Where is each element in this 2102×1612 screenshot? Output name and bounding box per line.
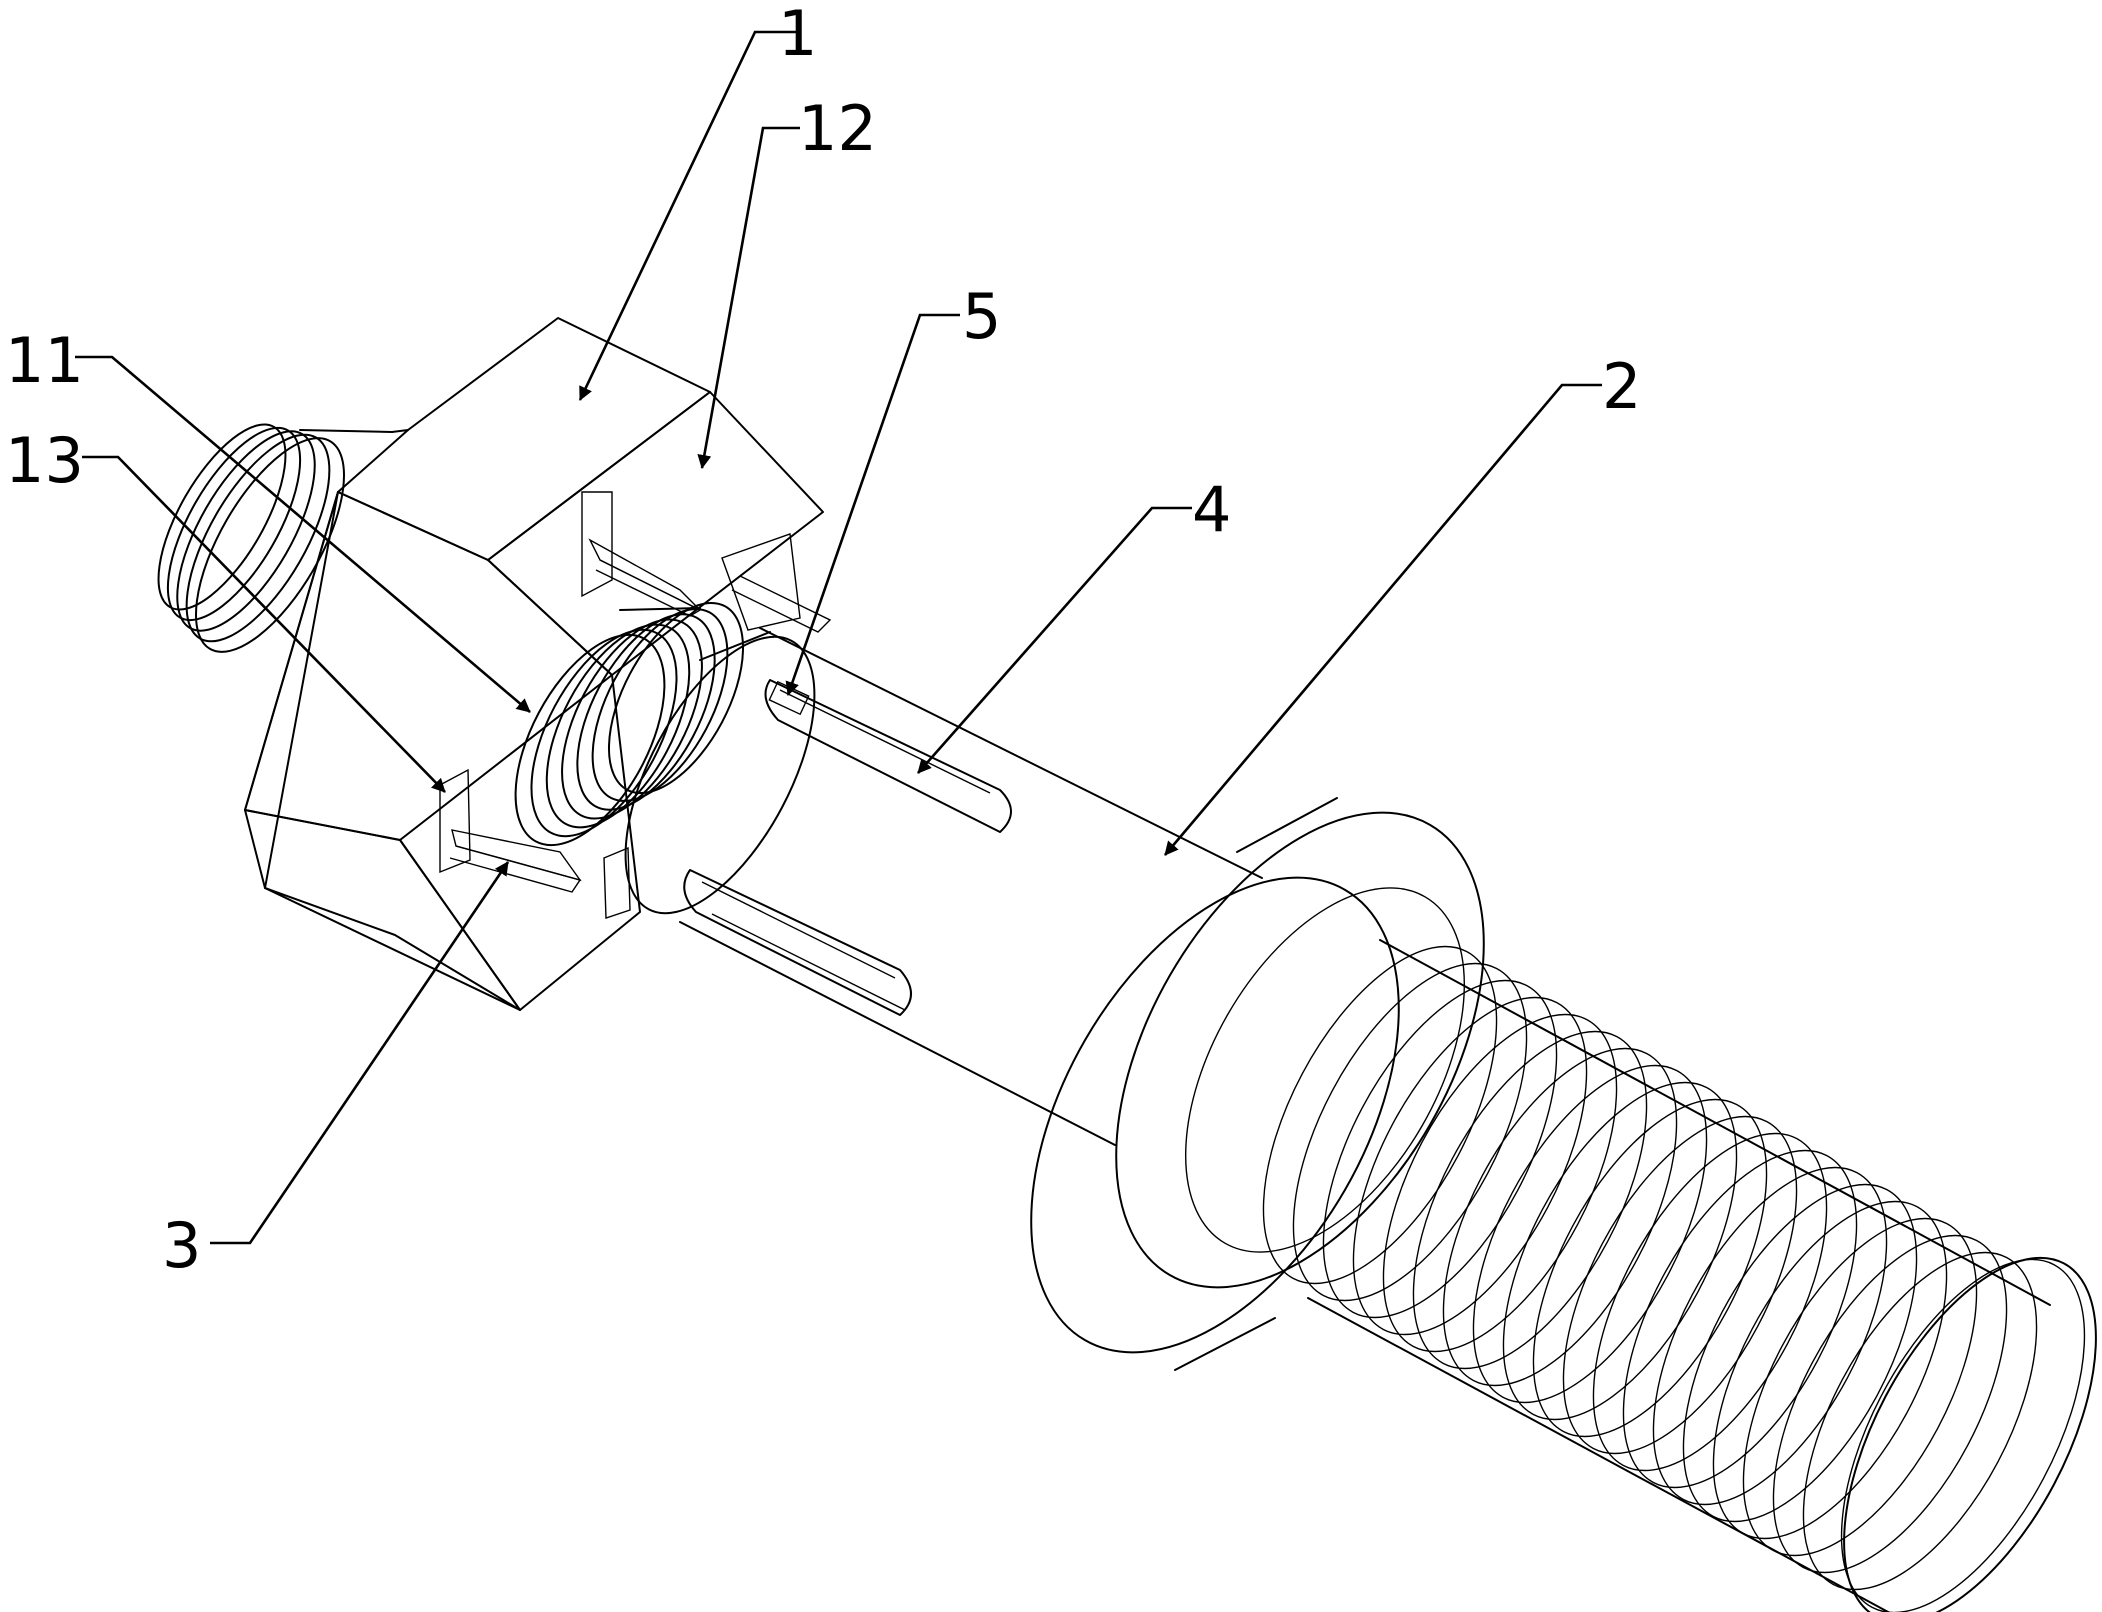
callout-label-2: 2	[1602, 350, 1641, 423]
hex-nut	[245, 318, 823, 1010]
callout-label-1: 1	[778, 0, 817, 70]
callout-label-3: 3	[162, 1209, 201, 1282]
thread-rings	[1215, 910, 2084, 1612]
callout-label-12: 12	[798, 92, 877, 165]
right-threaded-section	[1215, 910, 2102, 1612]
leader-lines	[75, 32, 1602, 1243]
leader-3	[210, 862, 508, 1243]
wedge-inserts	[440, 492, 830, 918]
leader-11	[75, 357, 530, 712]
left-thread-stub	[134, 406, 392, 674]
callout-label-11: 11	[5, 324, 84, 397]
callout-label-5: 5	[962, 280, 1001, 353]
leader-4	[918, 508, 1192, 773]
callout-label-13: 13	[5, 424, 84, 497]
bolt-flange	[955, 750, 1560, 1415]
leader-5	[788, 315, 960, 695]
leader-2	[1165, 385, 1602, 855]
leader-12	[702, 128, 800, 468]
callout-label-4: 4	[1192, 473, 1231, 546]
leader-13	[82, 457, 445, 792]
